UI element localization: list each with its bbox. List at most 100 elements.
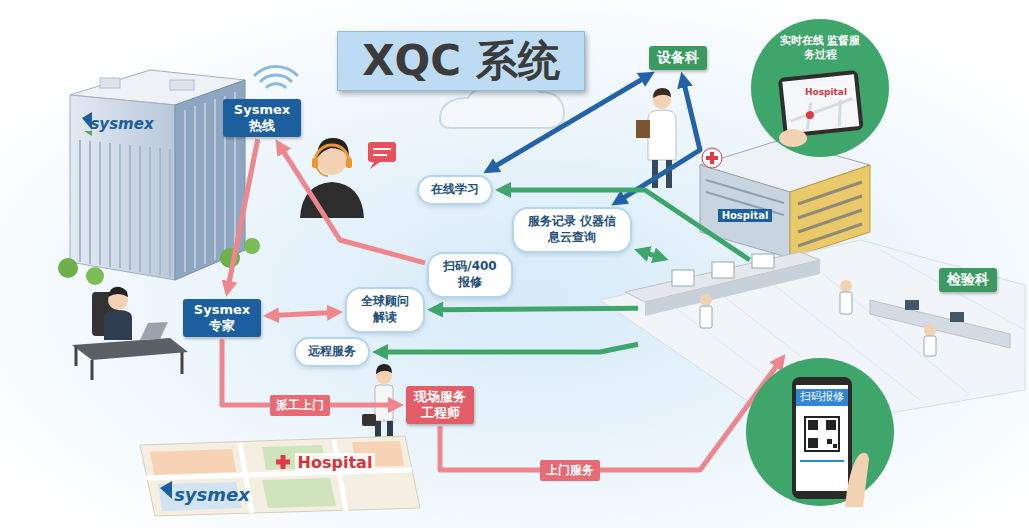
logo-text: sysmex bbox=[174, 484, 250, 505]
hospital-map bbox=[160, 481, 172, 499]
service-cloud: 扫码/400报修 bbox=[427, 252, 513, 297]
circle-shape bbox=[806, 111, 815, 120]
connector-arrow bbox=[228, 139, 258, 287]
node-text: 现场服务工程师 bbox=[413, 389, 467, 422]
laboratory bbox=[700, 306, 712, 328]
circle-shape bbox=[800, 460, 844, 462]
doctor bbox=[636, 88, 676, 188]
node-text: 扫码/400报修 bbox=[441, 259, 499, 290]
laboratory bbox=[672, 270, 694, 286]
title-banner: XQC 系统 bbox=[337, 31, 585, 91]
service-cloud: 在线学习 bbox=[417, 175, 493, 205]
expert-desk bbox=[108, 287, 128, 297]
circle-shape bbox=[745, 357, 895, 507]
connector-arrow bbox=[281, 148, 425, 263]
connector-arrow bbox=[505, 190, 750, 260]
hospital-building bbox=[702, 148, 722, 168]
expert-desk bbox=[72, 338, 188, 360]
chat-bubble bbox=[370, 162, 380, 169]
node-text: 远程服务 bbox=[308, 344, 356, 360]
laboratory bbox=[645, 260, 820, 316]
doctor bbox=[648, 110, 676, 160]
edge-label: 派工上门 bbox=[270, 395, 330, 416]
expert-tag: Sysmex 专家 bbox=[183, 299, 261, 338]
connector-arrow bbox=[620, 81, 700, 200]
hospital-map bbox=[281, 455, 286, 469]
sysmex-building bbox=[244, 238, 260, 254]
circle-shape bbox=[751, 19, 889, 157]
screen-text: Hospital bbox=[803, 87, 849, 97]
field-engineer bbox=[376, 364, 392, 374]
sysmex-building bbox=[100, 78, 120, 88]
hotline-operator bbox=[300, 182, 364, 218]
sysmex-building bbox=[80, 140, 170, 277]
node-text: 扫码报修 bbox=[796, 389, 848, 406]
laboratory bbox=[924, 336, 936, 356]
hotline-operator bbox=[316, 166, 328, 176]
sysmex-building bbox=[70, 95, 175, 280]
circle-shape bbox=[826, 420, 836, 430]
map-label: Hospital bbox=[295, 453, 376, 472]
laboratory bbox=[752, 254, 774, 268]
hotline-operator bbox=[300, 138, 364, 218]
title-text: XQC 系统 bbox=[362, 36, 560, 86]
hospital-building bbox=[700, 140, 870, 258]
chat-bubble bbox=[373, 149, 391, 155]
laboratory bbox=[600, 240, 1025, 430]
circle-shape bbox=[796, 385, 848, 491]
node-text: 实时在线 监督服务过程 bbox=[778, 34, 862, 63]
circle-shape bbox=[805, 417, 839, 451]
circle-shape bbox=[808, 420, 818, 430]
doctor bbox=[636, 120, 650, 138]
hospital-building bbox=[700, 165, 790, 258]
service-cloud: 全球顾问 解读 bbox=[345, 287, 425, 332]
circle-shape bbox=[808, 438, 818, 448]
wifi-signal bbox=[254, 66, 298, 88]
node-text: 在线学习 bbox=[431, 182, 479, 198]
circle-shape bbox=[779, 129, 807, 147]
connector-arrow bbox=[440, 362, 779, 470]
laboratory bbox=[950, 312, 964, 322]
laboratory bbox=[924, 324, 936, 336]
lab-region: 检验科 bbox=[640, 262, 1000, 352]
hospital-map bbox=[146, 440, 412, 513]
expert-desk bbox=[72, 287, 188, 380]
service-cloud: 服务记录 仪器信息云查询 bbox=[512, 207, 632, 252]
expert-desk bbox=[76, 346, 182, 380]
callout-circle: 扫码报修 bbox=[745, 357, 895, 507]
laboratory bbox=[712, 262, 734, 278]
hospital-map bbox=[140, 436, 420, 516]
node-text: 全球顾问 解读 bbox=[359, 294, 411, 325]
chat-bubble bbox=[368, 142, 396, 162]
hotline-operator bbox=[315, 145, 349, 162]
sysmex-building bbox=[86, 267, 104, 285]
chat-bubble bbox=[368, 142, 396, 169]
node-text: 设备科 bbox=[657, 49, 699, 67]
hotline-operator bbox=[346, 158, 352, 168]
connector-arrow bbox=[382, 344, 638, 352]
node-text: Sysmex 热线 bbox=[230, 102, 294, 135]
hospital-map bbox=[150, 449, 236, 475]
circle-shape bbox=[792, 377, 852, 499]
circle-shape bbox=[789, 99, 855, 132]
laboratory bbox=[905, 300, 919, 310]
hotline-tag: Sysmex 热线 bbox=[223, 99, 301, 138]
circle-shape bbox=[782, 74, 859, 133]
laboratory bbox=[840, 280, 852, 292]
field-engineer bbox=[362, 414, 376, 426]
laboratory bbox=[870, 300, 1010, 348]
expert-desk bbox=[104, 310, 132, 340]
hospital-map bbox=[262, 478, 336, 508]
circle-shape bbox=[778, 70, 864, 138]
edge-label: 上门服务 bbox=[540, 460, 600, 481]
node-text: 服务记录 仪器信息云查询 bbox=[526, 214, 618, 245]
hospital-map bbox=[140, 436, 420, 516]
circle-shape bbox=[805, 417, 839, 451]
circle-shape bbox=[833, 444, 837, 448]
wifi-signal bbox=[254, 66, 298, 88]
doctor bbox=[653, 88, 671, 98]
hospital-building bbox=[798, 182, 862, 246]
